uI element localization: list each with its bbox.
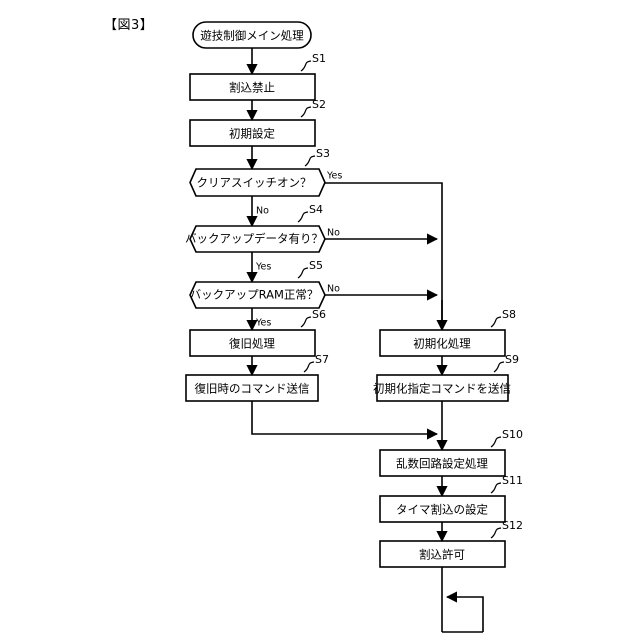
node-s11-label: タイマ割込の設定: [396, 503, 488, 517]
step-tag-s9: S9: [505, 353, 519, 366]
tag-leader-s7: [303, 361, 315, 373]
step-tag-s12: S12: [502, 519, 523, 532]
node-s5-label: バックアップRAM正常？: [190, 288, 319, 302]
branch-label-s3-no: No: [256, 206, 269, 217]
tag-leader-s11: [490, 482, 502, 494]
figure-label: 【図3】: [104, 18, 154, 33]
node-s8: [379, 329, 506, 357]
node-start: [192, 21, 312, 49]
connector-loop-back: [445, 591, 484, 632]
step-tag-s10: S10: [502, 428, 523, 441]
node-s5: [189, 281, 326, 309]
tag-leader-s12: [490, 527, 502, 539]
step-tag-s11: S11: [502, 474, 523, 487]
tag-leader-s6: [300, 316, 312, 328]
node-s4: [189, 225, 326, 253]
branch-label-s3-yes: Yes: [326, 171, 342, 182]
node-s9: [376, 374, 509, 402]
node-s6-label: 復旧処理: [229, 337, 275, 351]
step-tag-s5: S5: [309, 259, 323, 272]
tag-leader-s8: [490, 316, 502, 328]
node-s8-label: 初期化処理: [413, 337, 471, 351]
connector-s7-to-merge: [251, 401, 439, 440]
tag-leader-s10: [490, 436, 502, 448]
node-s7-label: 復旧時のコマンド送信: [195, 382, 310, 396]
step-tag-s3: S3: [316, 147, 330, 160]
node-start-label: 遊技制御メイン処理: [200, 29, 304, 43]
node-s11: [379, 495, 506, 523]
node-s2: [189, 119, 316, 147]
tag-leader-s9: [493, 361, 505, 373]
step-tag-s2: S2: [312, 98, 326, 111]
branch-label-s5-no: No: [327, 284, 340, 295]
node-s9-label: 初期化指定コマンドを送信: [373, 382, 511, 396]
node-s1: [189, 73, 316, 101]
connector-s3-yes-to-trunk: [325, 182, 443, 328]
node-s4-label: バックアップデータ有り？: [185, 232, 323, 246]
tag-leader-s2: [300, 106, 312, 118]
tag-leader-s5: [297, 267, 309, 279]
tag-leader-s1: [300, 60, 312, 72]
node-s1-label: 割込禁止: [229, 81, 275, 95]
step-tag-s1: S1: [312, 52, 326, 65]
branch-label-s5-yes: Yes: [255, 318, 271, 329]
branch-label-s4-yes: Yes: [255, 262, 271, 273]
node-s6: [189, 329, 316, 357]
node-s2-label: 初期設定: [229, 127, 275, 141]
node-s3: [189, 168, 326, 197]
branch-label-s4-no: No: [327, 228, 340, 239]
node-s3-label: クリアスイッチオン？: [197, 176, 312, 190]
node-s12-label: 割込許可: [419, 548, 465, 562]
step-tag-s8: S8: [502, 308, 516, 321]
step-tag-s7: S7: [315, 353, 329, 366]
tag-leader-s3: [304, 155, 316, 167]
step-tag-s6: S6: [312, 308, 326, 321]
node-s10-label: 乱数回路設定処理: [396, 457, 488, 471]
node-s12: [379, 540, 506, 568]
step-tag-s4: S4: [309, 203, 323, 216]
node-s7: [185, 374, 319, 402]
tag-leader-s4: [297, 211, 309, 223]
node-s10: [379, 449, 506, 477]
